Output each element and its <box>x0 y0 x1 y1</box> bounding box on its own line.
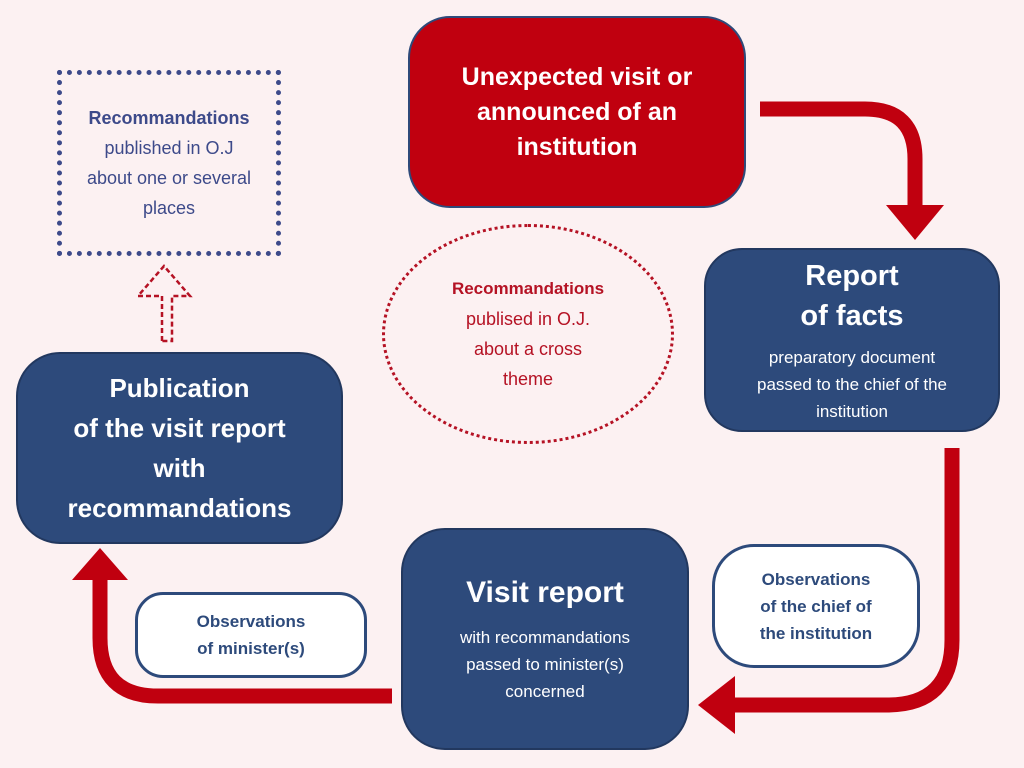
publication-line: with <box>153 453 206 483</box>
publication-box: Publication of the visit report with rec… <box>16 352 343 544</box>
publication-line: Publication <box>109 373 250 403</box>
obs-chief-line: of the chief of <box>760 596 872 616</box>
dashed-arrow-publication-to-recom <box>135 264 193 343</box>
recom-cross-line: theme <box>502 369 554 389</box>
observations-minister-box: Observations of minister(s) <box>135 592 367 678</box>
report-of-facts-box: Report of facts preparatory document pas… <box>704 248 1000 432</box>
arrow-visit-to-report-head <box>886 205 944 240</box>
recom-places-line: about one or several <box>86 168 252 188</box>
obs-chief-line: Observations <box>761 569 871 589</box>
obs-chief-line: the institution <box>759 623 873 643</box>
arrow-visit-report-to-publication-head <box>72 548 128 580</box>
arrow-report-to-visit-report <box>730 448 960 713</box>
arrow-visit-report-to-publication <box>92 575 392 704</box>
arrow-report-to-visit-report-head <box>698 676 735 734</box>
recom-places-line: published in O.J <box>104 138 234 158</box>
publication-line: recommandations <box>67 493 292 523</box>
report-sub-line: passed to the chief of the <box>757 374 947 394</box>
arrow-visit-to-report <box>760 101 923 210</box>
recom-places-line: places <box>142 198 196 218</box>
visit-report-sub-line: passed to minister(s) <box>466 654 624 674</box>
observations-chief-box: Observations of the chief of the institu… <box>712 544 920 668</box>
visit-report-title: Visit report <box>466 575 624 609</box>
report-sub-line: institution <box>816 401 888 421</box>
recom-cross-line: publised in O.J. <box>465 309 591 329</box>
publication-line: of the visit report <box>73 413 286 443</box>
visit-report-description: with recommandations passed to minister(… <box>460 624 630 705</box>
report-title-line: Report <box>805 259 899 292</box>
report-sub-line: preparatory document <box>768 347 936 367</box>
report-title-line: of facts <box>800 299 904 332</box>
visit-box-line: Unexpected visit or <box>461 62 693 91</box>
recom-cross-heading: Recommandations <box>451 279 605 298</box>
visit-report-sub-line: concerned <box>505 681 585 701</box>
visit-report-sub-line: with recommandations <box>459 627 631 647</box>
unexpected-visit-box: Unexpected visit or announced of an inst… <box>408 16 746 208</box>
obs-minister-line: Observations <box>196 612 306 631</box>
recom-places-heading: Recommandations <box>88 108 250 128</box>
report-description: preparatory document passed to the chief… <box>757 344 947 425</box>
recom-cross-line: about a cross <box>473 339 583 359</box>
visit-report-box: Visit report with recommandations passed… <box>401 528 689 750</box>
visit-box-line: announced of an <box>477 97 677 126</box>
obs-minister-line: of minister(s) <box>197 639 305 658</box>
visit-box-line: institution <box>516 132 638 161</box>
recommandations-places-box: Recommandations published in O.J about o… <box>57 70 281 256</box>
recommandations-cross-theme-ellipse: Recommandations publised in O.J. about a… <box>382 224 674 444</box>
